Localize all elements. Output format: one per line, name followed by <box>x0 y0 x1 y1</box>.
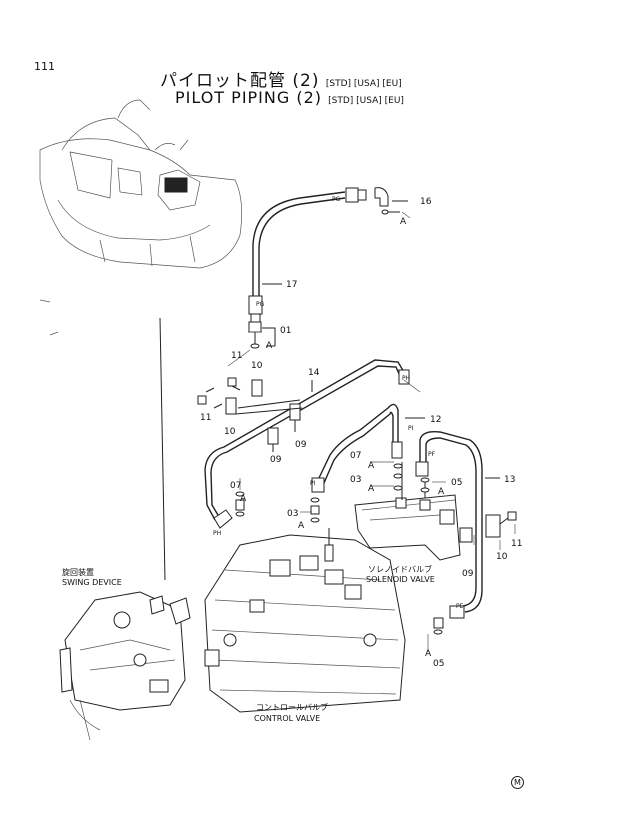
caption-solenoid-en: SOLENOID VALVE <box>366 575 435 584</box>
title-en-tags: [STD] [USA] [EU] <box>328 96 404 106</box>
ref-a-1: A <box>400 217 407 227</box>
swing-device-drawing <box>59 591 191 741</box>
callout-16: 16 <box>420 197 432 207</box>
port-pi-2: PI <box>310 480 316 487</box>
callout-12: 12 <box>430 415 441 425</box>
ref-a-2: A <box>266 341 273 351</box>
ref-a-6: A <box>368 484 375 494</box>
pipe-13 <box>415 430 500 619</box>
callout-01: 01 <box>280 326 291 336</box>
callout-10-b: 10 <box>224 427 236 437</box>
callout-17: 17 <box>286 280 297 290</box>
small-fittings <box>235 463 444 635</box>
caption-swing-jp: 旋回装置 <box>62 567 94 577</box>
port-ph-1: PH <box>402 375 410 382</box>
callout-11-b: 11 <box>200 413 211 423</box>
port-pg-2: PG <box>256 301 265 308</box>
callout-05-b: 05 <box>433 659 444 669</box>
caption-control-jp: コントロールバルブ <box>256 702 328 712</box>
caption-solenoid-jp: ソレノイドバルブ <box>368 564 432 574</box>
title-japanese: パイロット配管 (2) [STD] [USA] [EU] <box>160 66 402 91</box>
port-pe: PE <box>456 603 464 610</box>
port-ph-2: PH <box>213 530 221 537</box>
callout-09-a: 09 <box>270 455 282 465</box>
callout-07-a: 07 <box>350 451 361 461</box>
callout-07-b: 07 <box>230 481 241 491</box>
port-pg-1: PG <box>332 196 341 203</box>
callout-14: 14 <box>308 368 320 378</box>
ref-a-3: A <box>240 494 247 504</box>
title-english: PILOT PIPING (2) [STD] [USA] [EU] <box>175 88 404 107</box>
callout-05-a: 05 <box>451 478 462 488</box>
caption-control-en: CONTROL VALVE <box>254 714 320 723</box>
solenoid-valve-drawing <box>354 462 517 561</box>
hose-17 <box>248 187 408 323</box>
title-jp-tags: [STD] [USA] [EU] <box>325 79 402 89</box>
callout-11-c: 11 <box>511 539 522 549</box>
control-valve-drawing <box>204 528 406 713</box>
callout-11-a: 11 <box>231 351 242 361</box>
title-jp-text: パイロット配管 (2) <box>160 71 320 91</box>
ref-a-7: A <box>438 487 445 497</box>
manual-logo: M <box>511 776 524 789</box>
callout-09-c: 09 <box>462 569 474 579</box>
port-pi-1: PI <box>408 425 414 432</box>
pipe-12 <box>311 403 425 493</box>
excavator-outline <box>39 99 242 336</box>
leader-lines <box>159 211 516 652</box>
callout-03-b: 03 <box>287 509 298 519</box>
title-en-text: PILOT PIPING (2) <box>175 88 323 107</box>
page-number: 111 <box>34 60 55 73</box>
caption-swing-en: SWING DEVICE <box>62 578 122 587</box>
clamps-and-brackets <box>197 377 303 452</box>
callout-13: 13 <box>504 475 515 485</box>
ref-a-5: A <box>368 461 375 471</box>
callout-10-a: 10 <box>251 361 263 371</box>
callout-09-b: 09 <box>295 440 307 450</box>
callout-03-a: 03 <box>350 475 361 485</box>
port-pf: PF <box>428 451 436 458</box>
ref-a-8: A <box>425 649 432 659</box>
ref-a-4: A <box>298 521 305 531</box>
callout-10-c: 10 <box>496 552 508 562</box>
